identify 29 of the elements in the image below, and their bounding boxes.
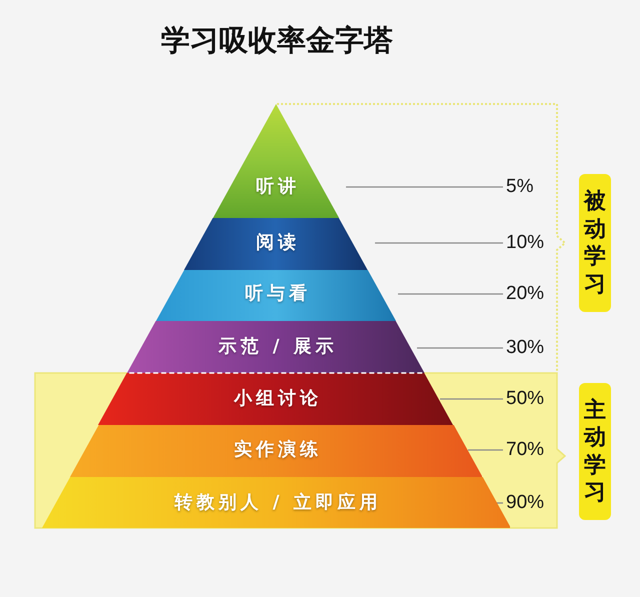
pyramid-layer — [70, 425, 482, 477]
layer-label: 实作演练 — [232, 438, 322, 462]
pyramid-layer — [156, 270, 396, 321]
leader-line — [468, 449, 503, 451]
layer-label: 示范 / 展示 — [217, 335, 338, 359]
percentage-label: 5% — [506, 176, 534, 198]
layer-label: 小组讨论 — [232, 387, 322, 411]
category-tag: 被动学习 — [579, 174, 611, 312]
percentage-label: 50% — [506, 388, 544, 410]
pyramid-layer — [212, 104, 340, 218]
percentage-label: 20% — [506, 283, 544, 305]
layer-label: 听讲 — [254, 175, 300, 199]
pyramid-layer — [127, 321, 425, 373]
leader-line — [346, 186, 503, 188]
leader-line — [398, 293, 503, 295]
pyramid-layer — [184, 218, 368, 270]
percentage-label: 10% — [506, 232, 544, 254]
layer-label: 转教别人 / 立即应用 — [173, 491, 382, 515]
leader-line — [417, 347, 503, 349]
percentage-label: 90% — [506, 492, 544, 514]
leader-line — [375, 242, 503, 244]
percentage-label: 70% — [506, 439, 544, 461]
pyramid-layer — [98, 373, 454, 425]
category-tag: 主动学习 — [579, 383, 611, 520]
percentage-label: 30% — [506, 337, 544, 359]
layer-label: 听与看 — [244, 282, 311, 306]
layer-label: 阅读 — [254, 231, 300, 255]
title: 学习吸收率金字塔 — [160, 22, 394, 59]
leader-line — [440, 398, 503, 400]
